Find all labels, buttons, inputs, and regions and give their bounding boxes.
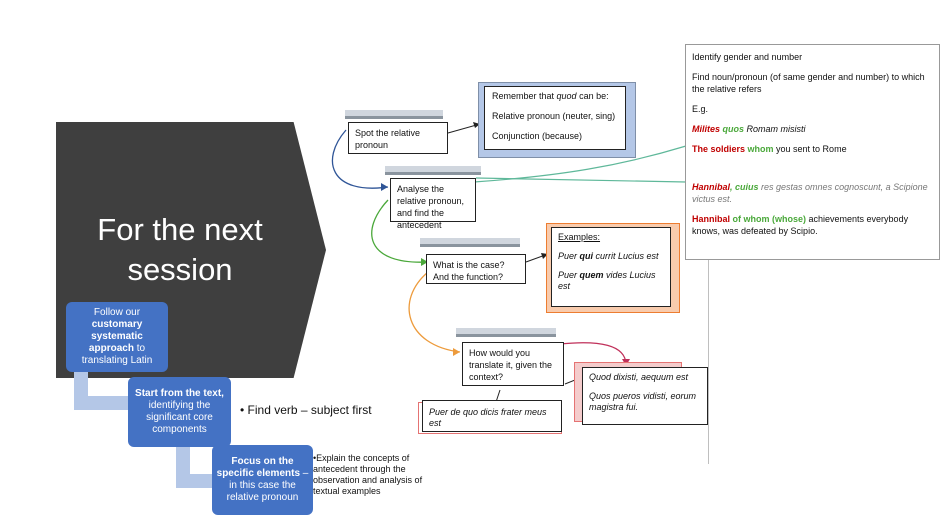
note-explain: •Explain the concepts of antecedent thro… xyxy=(313,453,423,496)
flow-connector xyxy=(74,396,132,410)
flow-step-1: Follow our customary systematic approach… xyxy=(66,302,168,372)
step-bar xyxy=(385,172,481,175)
step-translate: How would you translate it, given the co… xyxy=(462,342,564,386)
flow-step-2: Start from the text, identifying the sig… xyxy=(128,377,231,447)
note-find-verb: • Find verb – subject first xyxy=(240,403,372,417)
step-analyse: Analyse the relative pronoun, and find t… xyxy=(390,178,476,230)
step-case: What is the case? And the function? xyxy=(426,254,526,284)
examples-box: Examples: Puer qui currit Lucius est Pue… xyxy=(551,227,671,307)
step-bar xyxy=(385,166,481,172)
flow-connector xyxy=(176,474,216,488)
step-bar xyxy=(420,238,520,244)
identify-box: Identify gender and number Find noun/pro… xyxy=(685,44,940,260)
translate-example-left: Puer de quo dicis frater meus est xyxy=(422,400,562,432)
step-bar xyxy=(456,334,556,337)
translate-example-right: Quod dixisti, aequum est Quos pueros vid… xyxy=(582,367,708,425)
step-bar xyxy=(420,244,520,247)
remember-box: Remember that quod can be: Relative pron… xyxy=(484,86,626,150)
step-bar xyxy=(456,328,556,334)
step-bar xyxy=(345,116,443,119)
step-spot: Spot the relative pronoun xyxy=(348,122,448,154)
step-bar xyxy=(345,110,443,116)
flow-step-3: Focus on the specific elements – in this… xyxy=(212,445,313,515)
page-title: For the next session xyxy=(97,212,263,287)
